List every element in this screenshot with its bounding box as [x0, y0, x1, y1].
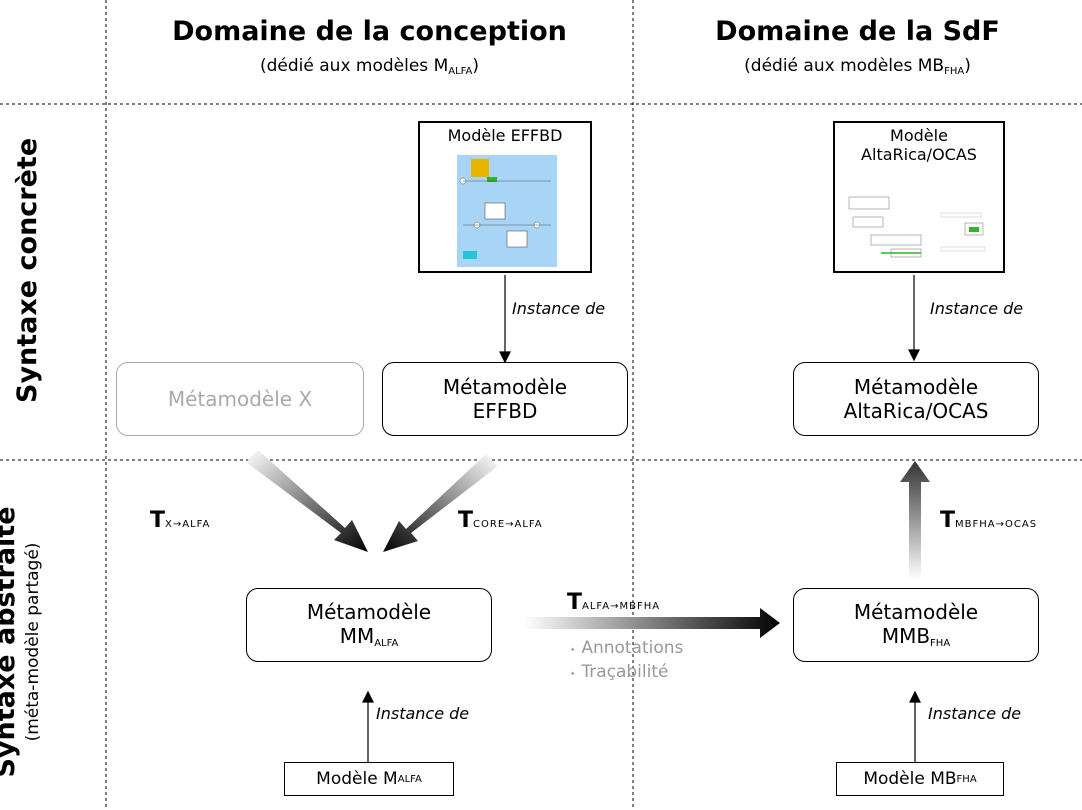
annotation-bullet-icon: ‣ [570, 645, 576, 656]
metamodel-effbd-label-1: Métamodèle [442, 375, 568, 399]
model-altarica-label-2: AltaRica/OCAS [861, 145, 977, 164]
transform-alfa-mbfha-label: TALFA→MBFHA [567, 590, 660, 615]
model-altarica-label-1: Modèle [890, 126, 948, 145]
model-altarica-thumbnail [848, 196, 986, 258]
metamodel-mmb-fha-label-1: Métamodèle [853, 600, 979, 624]
mmb-fha-prefix: MMB [881, 624, 931, 648]
column-title-conception: Domaine de la conception [172, 16, 567, 47]
subtitle-sdf-prefix: (dédié aux modèles MB [744, 56, 945, 76]
transform-mbfha-ocas-label: TMBFHA→OCAS [940, 508, 1037, 533]
arrow-alfa-to-mbfha [524, 608, 780, 638]
metamodel-mm-alfa-box: Métamodèle MMALFA [246, 588, 492, 662]
row-title-abstract-sub: (méta-modèle partagé) [23, 542, 43, 742]
transform-x-alfa-label: TX→ALFA [150, 508, 210, 533]
model-mb-fha-sub: FHA [956, 773, 977, 785]
model-m-alfa-prefix: Modèle M [316, 769, 398, 789]
metamodel-altarica-box: Métamodèle AltaRica/OCAS [793, 362, 1039, 436]
annotation-item-2: ‣ Traçabilité [570, 662, 668, 682]
subtitle-sdf-suffix: ) [964, 56, 971, 76]
mm-alfa-prefix: MM [339, 624, 375, 648]
instance-label-malfa: Instance de [376, 704, 470, 723]
column-subtitle-sdf: (dédié aux modèles MBFHA) [633, 56, 1082, 77]
metamodel-x-label: Métamodèle X [167, 387, 313, 411]
transform-alfa-mbfha-sub: ALFA→MBFHA [582, 601, 661, 612]
metamodel-effbd-box: Métamodèle EFFBD [382, 362, 628, 436]
metamodel-altarica-label-1: Métamodèle [853, 375, 979, 399]
model-mb-fha-prefix: Modèle MB [863, 769, 957, 789]
subtitle-conception-suffix: ) [472, 56, 479, 76]
mmb-fha-sub: FHA [930, 638, 951, 649]
row-title-abstract: Syntaxe abstraite (méta-modèle partagé) [0, 482, 70, 802]
annotation-bullet-icon: ‣ [570, 669, 576, 680]
column-title-sdf: Domaine de la SdF [715, 16, 1000, 47]
row-title-concrete: Syntaxe concrète [12, 137, 43, 403]
annotation-text-2: Traçabilité [581, 662, 669, 682]
transform-core-alfa-sub: CORE→ALFA [473, 519, 543, 530]
model-altarica-frame: Modèle AltaRica/OCAS [833, 121, 1005, 273]
mm-alfa-sub: ALFA [374, 638, 399, 649]
metamodel-mm-alfa-label-2: MMALFA [340, 624, 399, 650]
model-effbd-frame: Modèle EFFBD [418, 121, 592, 273]
annotation-item-1: ‣ Annotations [570, 638, 683, 658]
metamodel-mmb-fha-box: Métamodèle MMBFHA [793, 588, 1039, 662]
transform-core-alfa-main: T [458, 508, 474, 533]
instance-label-effbd: Instance de [512, 299, 606, 318]
transform-x-alfa-main: T [150, 508, 166, 533]
transform-mbfha-ocas-main: T [940, 508, 956, 533]
transform-mbfha-ocas-sub: MBFHA→OCAS [955, 519, 1038, 530]
arrow-x-to-alfa [246, 450, 368, 552]
column-subtitle-conception: (dédié aux modèles MALFA) [106, 56, 633, 77]
subtitle-conception-prefix: (dédié aux modèles M [260, 56, 449, 76]
subtitle-conception-sub: ALFA [448, 66, 473, 77]
arrow-mbfha-to-ocas [900, 461, 930, 580]
metamodel-altarica-label-2: AltaRica/OCAS [843, 399, 989, 423]
transform-x-alfa-sub: X→ALFA [165, 519, 211, 530]
metamodel-mm-alfa-label-1: Métamodèle [306, 600, 432, 624]
transform-core-alfa-label: TCORE→ALFA [458, 508, 543, 533]
annotation-text-1: Annotations [581, 638, 684, 658]
transform-alfa-mbfha-main: T [567, 590, 583, 615]
model-effbd-label: Modèle EFFBD [447, 126, 563, 145]
metamodel-mmb-fha-label-2: MMBFHA [882, 624, 950, 650]
model-m-alfa-sub: ALFA [397, 773, 422, 785]
subtitle-sdf-sub: FHA [944, 66, 965, 77]
metamodel-effbd-label-2: EFFBD [472, 399, 538, 423]
row-title-abstract-main: Syntaxe abstraite [0, 506, 21, 778]
model-effbd-thumbnail [457, 155, 557, 267]
metamodel-x-box: Métamodèle X [116, 362, 364, 436]
instance-label-altarica: Instance de [930, 299, 1024, 318]
instance-label-mbfha: Instance de [928, 704, 1022, 723]
arrow-core-to-alfa [383, 454, 498, 552]
